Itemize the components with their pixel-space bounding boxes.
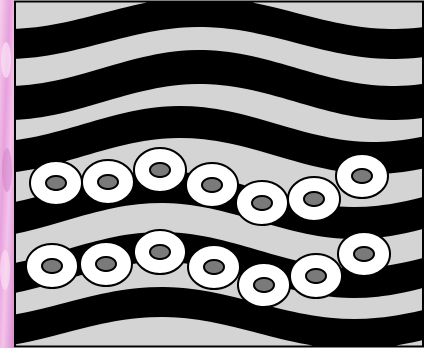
ring-row1-5 — [236, 181, 288, 225]
ring-hole — [96, 257, 116, 271]
ring-hole — [150, 163, 170, 177]
ring-hole — [254, 278, 274, 292]
ring-hole — [42, 259, 62, 273]
ring-hole — [352, 169, 372, 183]
ring-row2-7 — [338, 232, 390, 276]
ring-hole — [354, 247, 374, 261]
ring-row2-2 — [80, 242, 132, 286]
ring-row1-4 — [186, 163, 238, 207]
ring-hole — [252, 196, 272, 210]
ring-row1-1 — [30, 161, 82, 205]
ring-row1-3 — [134, 148, 186, 192]
ring-hole — [202, 178, 222, 192]
ring-hole — [306, 269, 326, 283]
ring-row1-2 — [82, 160, 134, 204]
ring-hole — [150, 245, 170, 259]
ring-row2-6 — [290, 254, 342, 298]
ring-hole — [304, 192, 324, 206]
ring-hole — [98, 175, 118, 189]
ring-row1-6 — [288, 177, 340, 221]
ring-row2-5 — [238, 263, 290, 307]
ring-row2-1 — [26, 244, 78, 288]
ring-row1-7 — [336, 154, 388, 198]
ring-hole — [204, 260, 224, 274]
ring-row2-3 — [134, 230, 186, 274]
ring-hole — [46, 176, 66, 190]
ring-row2-4 — [188, 245, 240, 289]
